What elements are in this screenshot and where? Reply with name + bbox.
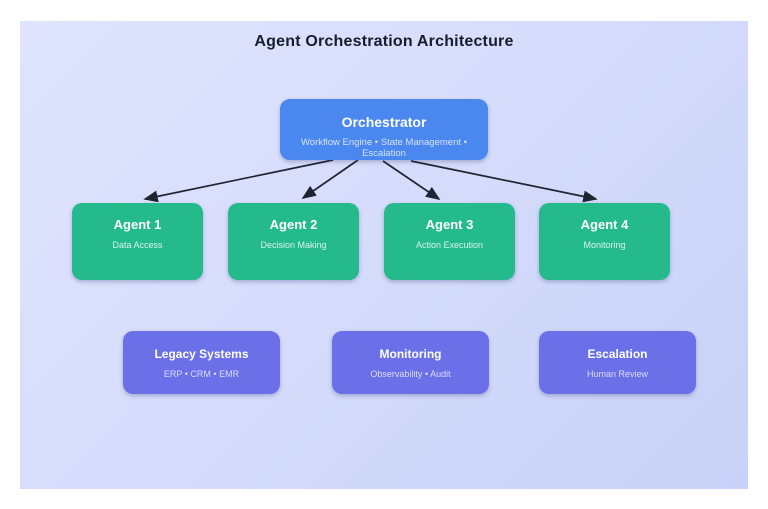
- node-agent-2: Agent 2 Decision Making: [228, 203, 359, 280]
- arrow-orchestrator-agent4: [410, 160, 598, 203]
- system-title: Escalation: [587, 347, 648, 361]
- system-subtitle: Human Review: [586, 369, 649, 379]
- arrow-orchestrator-agent1: [143, 159, 334, 203]
- system-subtitle: ERP • CRM • EMR: [163, 369, 240, 379]
- agent-title: Agent 3: [425, 217, 474, 232]
- node-legacy-systems: Legacy Systems ERP • CRM • EMR: [123, 331, 280, 394]
- diagram-canvas: Agent Orchestration Architecture Orchest…: [20, 21, 748, 489]
- node-escalation: Escalation Human Review: [539, 331, 696, 394]
- node-agent-3: Agent 3 Action Execution: [384, 203, 515, 280]
- orchestrator-subtitle: Workflow Engine • State Management • Esc…: [301, 137, 467, 159]
- agent-title: Agent 4: [580, 217, 629, 232]
- node-agent-1: Agent 1 Data Access: [72, 203, 203, 280]
- agent-subtitle: Data Access: [112, 240, 163, 250]
- orchestrator-title: Orchestrator: [341, 114, 427, 130]
- agent-subtitle: Action Execution: [415, 240, 484, 250]
- agent-title: Agent 1: [113, 217, 162, 232]
- arrow-orchestrator-agent2: [301, 159, 359, 199]
- node-agent-4: Agent 4 Monitoring: [539, 203, 670, 280]
- node-monitoring: Monitoring Observability • Audit: [332, 331, 489, 394]
- system-subtitle: Observability • Audit: [370, 369, 451, 379]
- agent-title: Agent 2: [269, 217, 318, 232]
- node-orchestrator: Orchestrator Workflow Engine • State Man…: [280, 99, 488, 160]
- page-title: Agent Orchestration Architecture: [254, 33, 514, 50]
- agent-subtitle: Monitoring: [583, 240, 626, 250]
- system-title: Legacy Systems: [154, 347, 249, 361]
- arrow-orchestrator-agent3: [382, 160, 441, 200]
- system-title: Monitoring: [379, 347, 442, 361]
- agent-subtitle: Decision Making: [260, 240, 327, 250]
